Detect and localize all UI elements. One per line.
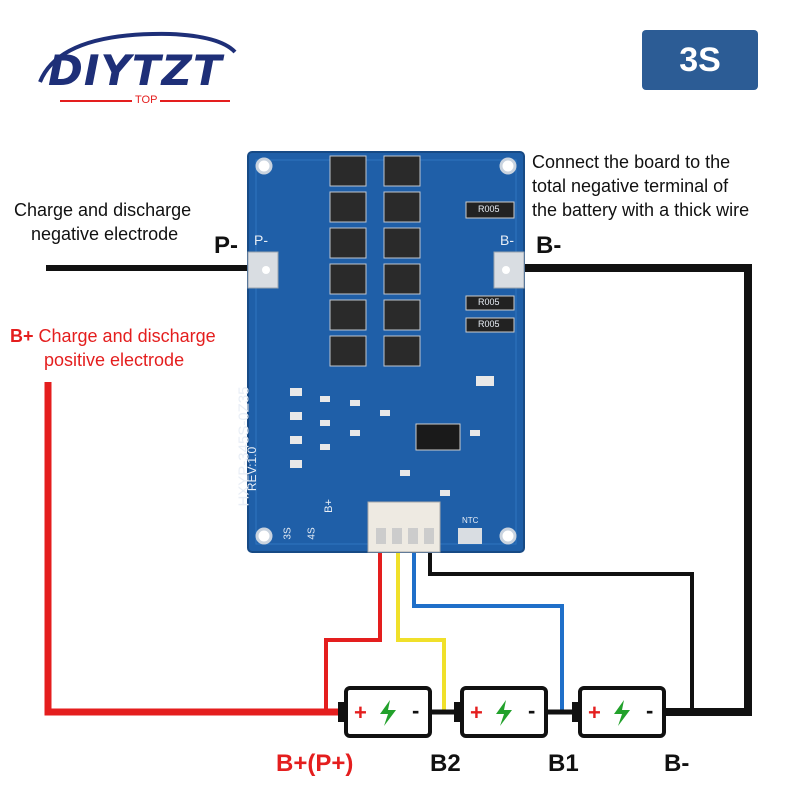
pcb-4s-text: 4S xyxy=(306,527,318,540)
charge-negative-line2: negative electrode xyxy=(31,224,179,244)
charge-positive-text: Charge and discharge xyxy=(33,326,216,346)
balance-wire-red xyxy=(324,548,382,712)
pcb-resistor-2: R005 xyxy=(478,297,500,307)
battery-1-plus: + xyxy=(354,700,367,725)
bolt-icon xyxy=(496,700,512,726)
charge-positive-line2: positive electrode xyxy=(44,350,185,370)
battery-1-minus: - xyxy=(412,698,420,723)
pcb-pad-b-minus-label: B- xyxy=(500,232,514,248)
balance-wire-yellow xyxy=(396,548,446,712)
bolt-icon xyxy=(614,700,630,726)
charge-positive-prefix: B+ xyxy=(10,326,34,346)
pcb-3s-text: 3S xyxy=(282,527,294,540)
charge-negative-line1: Charge and discharge xyxy=(14,200,192,220)
terminal-b2: B2 xyxy=(430,750,461,777)
connect-note-line2: total negative terminal of xyxy=(532,176,729,196)
pcb-resistor-1: R005 xyxy=(478,204,500,214)
connect-note-line1: Connect the board to the xyxy=(532,152,731,172)
battery-3-plus: + xyxy=(588,700,601,725)
terminal-b-plus-p-plus: B+(P+) xyxy=(276,750,354,777)
pcb-rev-text: REV:1.0 xyxy=(245,446,260,492)
pcb-b-plus-text: B+ xyxy=(322,499,335,513)
battery-3-minus: - xyxy=(646,698,654,723)
pcb-pad-p-minus-label: P- xyxy=(254,232,268,248)
brand-sub: TOP xyxy=(132,94,161,106)
brand-name: DIYTZT xyxy=(48,46,223,95)
pcb-resistor-3: R005 xyxy=(478,319,500,329)
p-minus-label: P- xyxy=(214,232,238,259)
bolt-icon xyxy=(380,700,396,726)
b-minus-label: B- xyxy=(536,232,562,259)
charge-positive-line1: B+ Charge and discharge xyxy=(10,326,216,347)
connect-note-line3: the battery with a thick wire xyxy=(532,200,750,220)
b-plus-wire xyxy=(44,382,342,716)
cell-count-badge: 3S xyxy=(642,30,758,90)
b-minus-wire xyxy=(508,264,752,716)
brand-logo: DIYTZT TOP xyxy=(20,22,250,112)
bms-pcb xyxy=(247,151,525,553)
battery-2-plus: + xyxy=(470,700,483,725)
terminal-b1: B1 xyxy=(548,750,579,777)
balance-wire-black xyxy=(428,548,694,712)
terminal-b-minus: B- xyxy=(664,750,690,777)
pcb-ntc-text: NTC xyxy=(462,516,479,525)
balance-wire-blue xyxy=(412,548,564,712)
battery-2-minus: - xyxy=(528,698,536,723)
